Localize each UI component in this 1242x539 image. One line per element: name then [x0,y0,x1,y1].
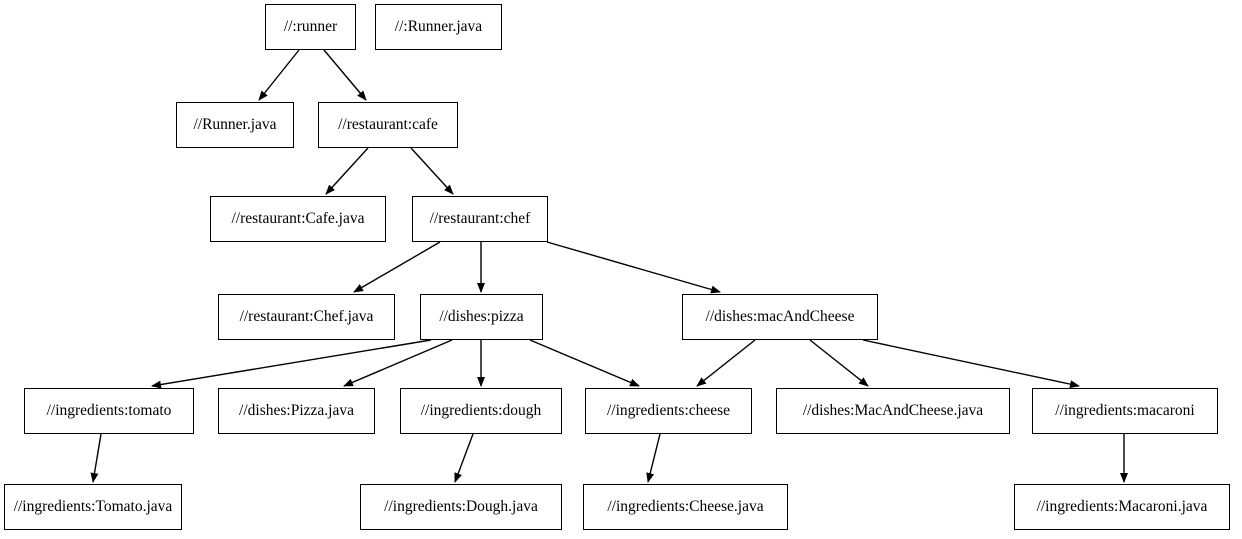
graph-edge-pizza-to-pizza_java [343,339,453,387]
graph-node-cheese_java[interactable]: //ingredients:Cheese.java [583,484,788,530]
graph-node-macaroni[interactable]: //ingredients:macaroni [1032,388,1218,434]
graph-node-cafe[interactable]: //restaurant:cafe [318,102,458,148]
graph-node-macandcheese_java[interactable]: //dishes:MacAndCheese.java [776,388,1010,434]
graph-node-label: //ingredients:Dough.java [384,498,538,516]
graph-edge-tomato-to-tomato_java [90,433,102,483]
graph-node-macandcheese[interactable]: //dishes:macAndCheese [682,294,878,340]
graph-node-runner[interactable]: //:runner [265,4,356,50]
graph-node-label: //ingredients:tomato [46,402,172,420]
graph-edge-macandcheese-to-cheese [696,339,756,387]
graph-node-pizza[interactable]: //dishes:pizza [420,294,543,340]
graph-edge-cafe-to-cafe_java [325,147,369,195]
graph-node-label: //ingredients:dough [420,402,542,420]
graph-node-tomato[interactable]: //ingredients:tomato [24,388,194,434]
graph-edge-macandcheese-to-macaroni [862,339,1080,389]
graph-node-chef_java[interactable]: //restaurant:Chef.java [218,294,395,340]
graph-node-chef[interactable]: //restaurant:chef [412,196,548,242]
graph-edge-macandcheese-to-macandcheese_java [809,339,869,387]
graph-edge-cafe-to-chef [410,147,454,195]
graph-node-label: //restaurant:chef [429,210,531,228]
graph-node-label: //:Runner.java [394,18,483,36]
graph-node-label: //dishes:macAndCheese [705,308,855,326]
graph-node-label: //ingredients:Cheese.java [607,498,764,516]
graph-node-root_runner_java[interactable]: //:Runner.java [375,4,502,50]
graph-node-label: //restaurant:Chef.java [239,308,374,326]
graph-node-label: //dishes:MacAndCheese.java [802,402,984,420]
graph-node-dough_java[interactable]: //ingredients:Dough.java [360,484,562,530]
graph-node-cheese[interactable]: //ingredients:cheese [585,388,752,434]
graph-node-label: //dishes:Pizza.java [239,402,354,420]
graph-edge-runner-to-runner_java [258,49,300,101]
graph-node-cafe_java[interactable]: //restaurant:Cafe.java [210,196,386,242]
graph-edge-dough-to-dough_java [454,433,474,483]
graph-edge-pizza-to-tomato [151,339,432,389]
graph-node-label: //ingredients:macaroni [1055,402,1195,420]
graph-edge-pizza-to-cheese [529,339,640,387]
graph-node-label: //dishes:pizza [439,308,524,326]
graph-edge-cheese-to-cheese_java [646,433,661,483]
graph-node-label: //Runner.java [193,116,277,134]
graph-node-runner_java[interactable]: //Runner.java [176,102,294,148]
graph-node-label: //restaurant:Cafe.java [231,210,365,228]
graph-node-tomato_java[interactable]: //ingredients:Tomato.java [4,484,182,530]
graph-node-label: //restaurant:cafe [338,116,438,134]
graph-node-label: //ingredients:Tomato.java [13,498,173,516]
graph-node-label: //ingredients:Macaroni.java [1036,498,1208,516]
graph-node-pizza_java[interactable]: //dishes:Pizza.java [218,388,375,434]
graph-node-dough[interactable]: //ingredients:dough [400,388,562,434]
graph-node-label: //:runner [283,18,338,36]
graph-node-label: //ingredients:cheese [606,402,731,420]
graph-edge-chef-to-chef_java [353,241,441,293]
graph-node-macaroni_java[interactable]: //ingredients:Macaroni.java [1014,484,1230,530]
graph-edge-runner-to-cafe [323,49,367,101]
graph-edge-chef-to-macandcheese [546,241,721,294]
